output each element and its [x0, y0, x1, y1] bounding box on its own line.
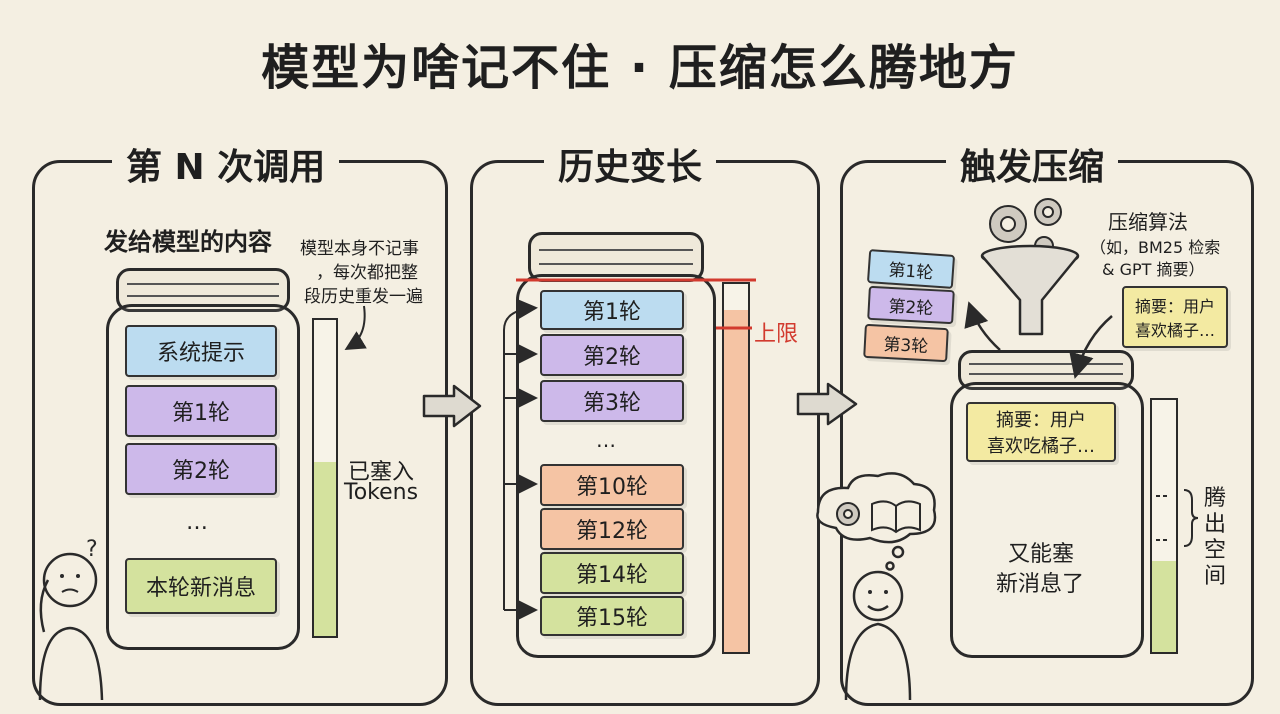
history-round-1: 第1轮	[540, 290, 684, 330]
room-text-line-1: 又能塞	[1008, 542, 1075, 567]
history-round-12: 第12轮	[540, 508, 684, 550]
token-meter-1	[312, 318, 338, 638]
algo-label-line-1: 压缩算法	[1108, 210, 1188, 234]
space-label-2: 出	[1204, 512, 1227, 537]
panel-2-title: 历史变长	[544, 138, 717, 190]
room-text-line-2: 新消息了	[996, 572, 1085, 597]
panel-3-title: 触发压缩	[946, 138, 1119, 190]
removed-round-3: 第3轮	[863, 323, 949, 363]
block-round-1: 第1轮	[125, 385, 277, 437]
algo-label-line-2: （如，BM25 检索	[1090, 238, 1221, 257]
token-meter-3	[1150, 398, 1178, 654]
token-meter-2-fill	[724, 309, 748, 652]
space-label-1: 腾	[1204, 486, 1227, 511]
history-round-15: 第15轮	[540, 596, 684, 636]
block-round-2: 第2轮	[125, 443, 277, 495]
memory-note-line-2: ，每次都把整	[316, 263, 418, 283]
space-label-4: 间	[1204, 564, 1227, 589]
space-label-3: 空	[1204, 538, 1227, 563]
history-round-14: 第14轮	[540, 552, 684, 594]
algo-label-line-3: & GPT 摘要）	[1102, 260, 1205, 279]
ellipsis: …	[186, 510, 208, 535]
meter-label-line-1: 已塞入	[348, 460, 415, 485]
token-meter-1-fill	[314, 462, 336, 636]
panel-1-subtitle: 发给模型的内容	[104, 228, 272, 256]
removed-round-2: 第2轮	[867, 285, 955, 325]
history-round-10: 第10轮	[540, 464, 684, 506]
history-round-3: 第3轮	[540, 380, 684, 422]
summary-outside-line-2: 喜欢橘子…	[1134, 321, 1215, 340]
token-meter-2	[722, 282, 750, 654]
removed-round-1: 第1轮	[866, 249, 956, 289]
summary-note-inside: 摘要：用户 喜欢吃橘子…	[966, 402, 1116, 462]
token-meter-3-fill	[1152, 561, 1176, 652]
memory-note-line-1: 模型本身不记事	[300, 239, 419, 259]
memory-note-line-3: 段历史重发一遍	[304, 287, 423, 307]
history-ellipsis: …	[596, 428, 616, 452]
meter-label-line-2: Tokens	[344, 480, 419, 505]
limit-label: 上限	[754, 322, 799, 347]
jar-2-lid	[528, 232, 704, 282]
panel-1-title: 第 N 次调用	[112, 138, 340, 190]
main-title: 模型为啥记不住 · 压缩怎么腾地方	[261, 40, 1019, 96]
summary-outside-line-1: 摘要：用户	[1134, 297, 1215, 316]
summary-inside-line-2: 喜欢吃橘子…	[987, 436, 1095, 457]
summary-note-outside: 摘要：用户 喜欢橘子…	[1122, 286, 1228, 348]
block-new-message: 本轮新消息	[125, 558, 277, 614]
history-round-2: 第2轮	[540, 334, 684, 376]
block-system-prompt: 系统提示	[125, 325, 277, 377]
summary-inside-line-1: 摘要：用户	[996, 410, 1086, 431]
